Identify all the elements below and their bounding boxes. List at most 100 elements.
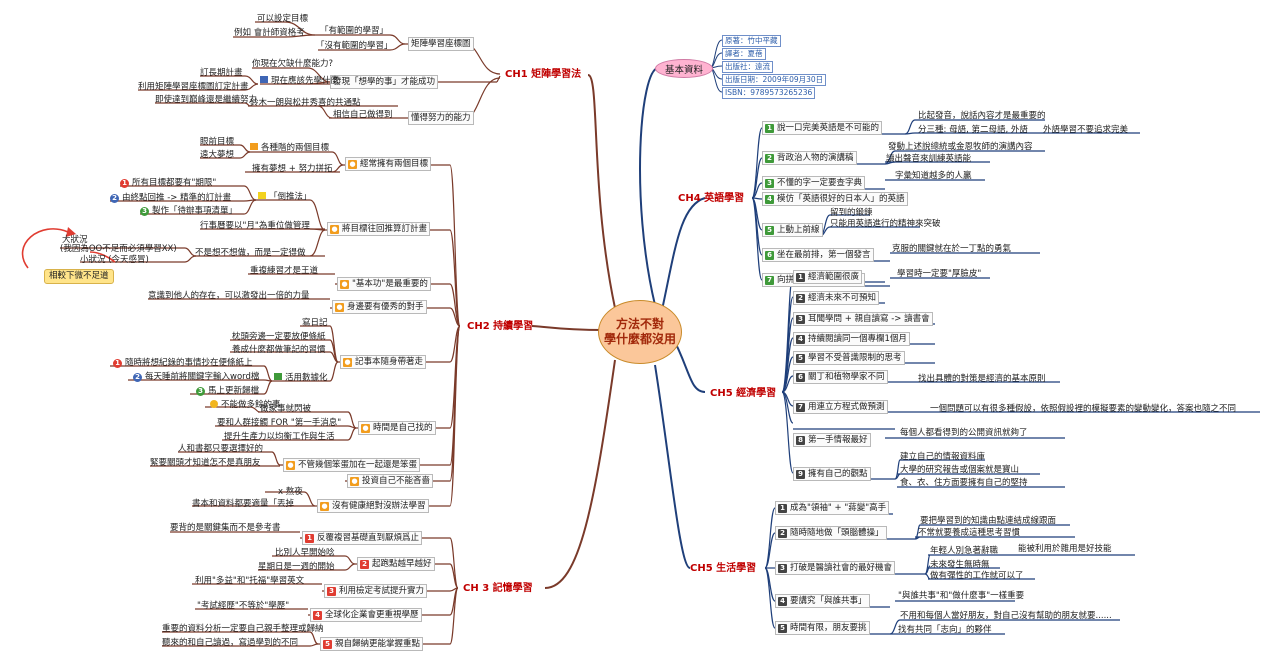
ch2-basics[interactable]: ●"基本功"是最重要的 xyxy=(337,277,431,291)
ch2-reverse-method: 「倒推法」 xyxy=(258,192,312,203)
ch5-public-info: 每個人都看得到的公開資訊就夠了 xyxy=(900,428,1028,438)
ch2-find-time[interactable]: ●時間是自己找的 xyxy=(358,421,436,435)
basic-info-publisher: 出版社：遠流 xyxy=(722,61,773,73)
ch4-content-matters: 比起發音，說話內容才是最重要的 xyxy=(918,111,1046,121)
number-5-icon: 5 xyxy=(796,354,805,363)
orange-flag-icon xyxy=(250,143,258,150)
number-1-icon: 1 xyxy=(796,273,805,282)
ch1-long-term-plan: 訂長期計畫 xyxy=(200,68,243,78)
ch2-digitize: 活用數據化 xyxy=(274,373,328,384)
basic-info-date: 出版日期：2009年09月30日 xyxy=(722,74,827,86)
life-thinking-habit: 不常就要養成這種思考習慣 xyxy=(918,528,1021,538)
ch4-three-types: 分三種: 母語, 第二母語, 外語 xyxy=(918,125,1028,135)
ch4-courage: 克服的關鍵就在於一丁點的勇氣 xyxy=(892,244,1012,254)
number-9-icon: 9 xyxy=(796,470,805,479)
number-6-icon: 6 xyxy=(796,373,805,382)
ch2-repeat-practice: 重複練習才是王道 xyxy=(250,266,319,276)
priority-3-icon: 3 xyxy=(196,387,205,396)
basic-info-translator: 譯者：夏蓓 xyxy=(722,48,766,60)
basic-info-title: 基本資料 xyxy=(664,64,703,76)
ch2-fools-together[interactable]: ●不管幾個笨蛋加在一起還是笨蛋 xyxy=(283,458,421,472)
ch1-find-what-to-learn[interactable]: 發現「想學的事」才能成功 xyxy=(330,75,439,89)
ch2-choose-good: 人和書都只要選擇好的 xyxy=(178,444,264,454)
central-topic-line1: 方法不對 xyxy=(615,317,664,331)
ch2-rival[interactable]: ●身邊要有優秀的對手 xyxy=(332,300,427,314)
ch2-plan-backwards[interactable]: ●將目標往回推算訂計畫 xyxy=(327,222,431,236)
ch1-ability-to-work-hard[interactable]: 懂得努力的能力 xyxy=(408,111,474,125)
ch1-learn-first[interactable]: 現在應該先學什麼 xyxy=(260,76,339,87)
ch2-big-dream: 遠大夢想 xyxy=(200,150,235,160)
ch2-health[interactable]: ●沒有健康絕對沒辦法學習 xyxy=(317,499,429,513)
life-not-everyone: 不用和每個人當好朋友，對自己沒有幫助的朋友就要...... xyxy=(900,611,1112,621)
ch2-must-do: 不是想不想做，而是一定得做 xyxy=(195,248,306,258)
ch2-chores-escape: 做家事就閃被 xyxy=(260,404,312,414)
ch4-read-aloud: 讀出聲音來訓練英語能 xyxy=(886,154,972,164)
ch2-note-habit: 養成什麼都做筆記的習慣 xyxy=(232,345,326,355)
ch5-research-reports: 大學的研究報告或個案就是寶山 xyxy=(900,465,1020,475)
basic-info-isbn: ISBN：9789573265236 xyxy=(722,87,816,99)
number-2-icon: 2 xyxy=(765,154,774,163)
ch5-own-standards: 食、衣、住方面要擁有自己的堅持 xyxy=(900,478,1028,488)
bullet-icon: ● xyxy=(320,502,329,511)
ch2-title[interactable]: CH2 持續學習 xyxy=(467,321,534,332)
bullet-icon: ● xyxy=(335,303,344,312)
ch2-dream-plus-effort: 擁有夢想 + 努力拼拓 xyxy=(252,164,333,174)
ch4-english-only: 只能用英語進行的精神來突破 xyxy=(830,219,941,229)
ch2-two-goals-types: 各種階的兩個目標 xyxy=(250,143,329,154)
ch1-bounded-learning[interactable]: 「有範圍的學習」 xyxy=(320,26,389,36)
ch2-memo-by-pillow: 枕頭旁邊一定要放便條紙 xyxy=(232,332,326,342)
ch3-title[interactable]: CH 3 記憶學習 xyxy=(463,583,533,594)
ch2-notebook[interactable]: ●記事本隨身帶著走 xyxy=(340,355,427,369)
ch1-lacking-ability: 你現在欠缺什麼能力? xyxy=(252,59,334,69)
bullet-icon: ● xyxy=(340,280,349,289)
ch2-two-goals[interactable]: ●經常擁有兩個目標 xyxy=(345,157,432,171)
basic-info-node[interactable]: 基本資料 xyxy=(655,59,713,78)
ch5-economy-title[interactable]: CH5 經濟學習 xyxy=(710,388,777,399)
number-3-icon: 3 xyxy=(327,587,336,596)
central-topic[interactable]: 方法不對 學什麼都沒用 xyxy=(598,300,682,364)
ch2-true-friends: 緊要關頭才知道怎不是真朋友 xyxy=(150,458,261,468)
ch2-invest-self[interactable]: ●投資自己不能吝嗇 xyxy=(347,474,434,488)
green-flag-icon xyxy=(274,373,282,380)
number-3-icon: 3 xyxy=(765,179,774,188)
priority-2-icon: 2 xyxy=(110,194,119,203)
ch1-title[interactable]: CH1 矩陣學習法 xyxy=(505,69,582,80)
number-8-icon: 8 xyxy=(796,436,805,445)
ch1-keep-trying: 即使達到巔峰還是繼續努力 xyxy=(155,95,258,105)
ch1-matrix-chart[interactable]: 矩陣學習座標圖 xyxy=(408,37,474,51)
ch5-life-title[interactable]: CH5 生活學習 xyxy=(690,563,757,574)
number-5-icon: 5 xyxy=(765,226,774,235)
ch1-unbounded-learning[interactable]: 「沒有範圍的學習」 xyxy=(316,41,393,51)
ch4-title[interactable]: CH4 英語學習 xyxy=(678,193,745,204)
priority-1-icon: 1 xyxy=(113,359,122,368)
bullet-icon: ● xyxy=(361,424,370,433)
